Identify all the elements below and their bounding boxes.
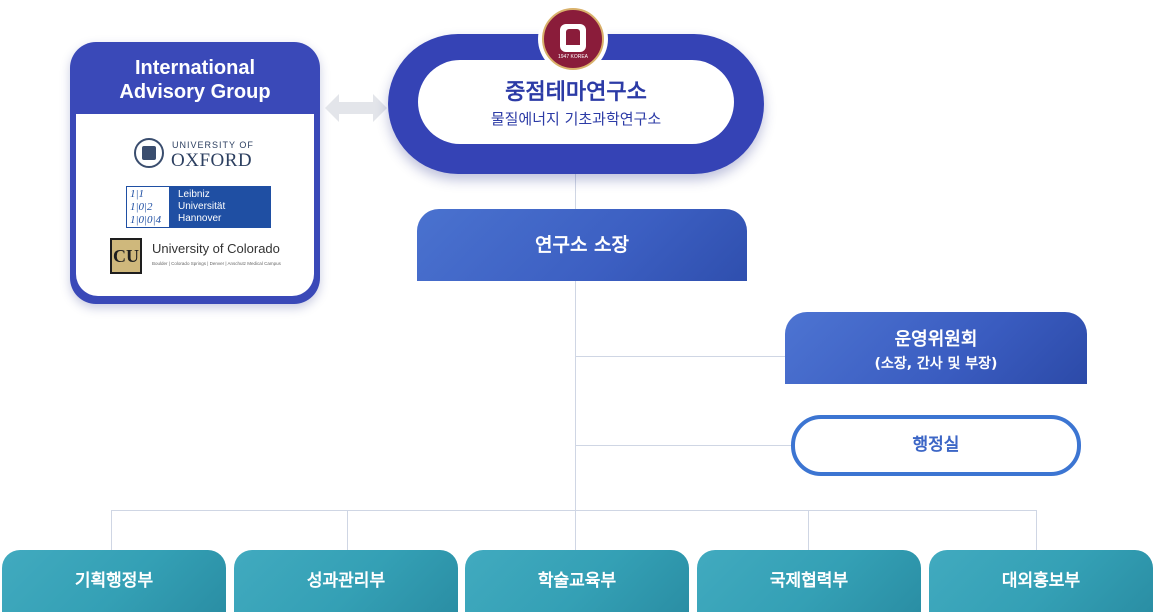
dept-planning-admin: 기획행정부 <box>2 550 226 612</box>
institute-subtitle: 물질에너지 기초과학연구소 <box>490 110 662 128</box>
advisory-title-line1: International <box>134 57 255 79</box>
oxford-seal-icon <box>134 138 164 168</box>
colorado-name: University of Colorado <box>152 241 280 256</box>
institute-header: 중점테마연구소 물질에너지 기초과학연구소 <box>388 34 764 174</box>
connector-committee <box>575 356 785 357</box>
oxford-small-text: UNIVERSITY OF <box>172 140 254 150</box>
committee-title: 운영위원회 <box>894 329 978 350</box>
connector-departments-horizontal <box>111 510 1037 511</box>
connector-top-to-director <box>575 174 576 209</box>
emblem-ring: 1947 KOREA <box>542 8 604 70</box>
admin-office-box: 행정실 <box>791 415 1081 476</box>
dept-public-relations: 대외홍보부 <box>929 550 1153 612</box>
connector-main-vertical <box>575 281 576 550</box>
emblem-year-text: 1947 KOREA <box>557 54 589 60</box>
emblem-core <box>560 24 586 52</box>
advisory-group-title: International Advisory Group <box>70 56 320 104</box>
advisory-group-panel: International Advisory Group UNIVERSITY … <box>70 42 320 304</box>
committee-subtitle: (소장, 간사 및 부장) <box>874 356 998 372</box>
connector-dept-1 <box>111 510 112 550</box>
leibniz-mark-icon: 1|1 1|0|2 1|0|0|4 <box>126 186 170 228</box>
connector-dept-4 <box>808 510 809 550</box>
colorado-campuses: Boulder | Colorado Springs | Denver | An… <box>152 261 281 266</box>
oxford-big-text: OXFORD <box>171 150 253 171</box>
dept-international: 국제협력부 <box>697 550 921 612</box>
leibniz-logo: 1|1 1|0|2 1|0|0|4 Leibniz Universität Ha… <box>126 186 271 228</box>
advisory-logos: UNIVERSITY OF OXFORD 1|1 1|0|2 1|0|0|4 L… <box>76 114 314 296</box>
institute-header-inner: 중점테마연구소 물질에너지 기초과학연구소 <box>418 60 734 144</box>
director-box: 연구소 소장 <box>417 209 747 281</box>
colorado-logo: CU University of Colorado Boulder | Colo… <box>110 238 310 278</box>
dept-academic-education: 학술교육부 <box>465 550 689 612</box>
university-emblem-icon: 1947 KOREA <box>538 4 608 74</box>
leibniz-text: Leibniz Universität Hannover <box>178 189 226 224</box>
dept-performance: 성과관리부 <box>234 550 458 612</box>
double-arrow-icon <box>325 94 387 122</box>
cu-logo-icon: CU <box>110 238 142 274</box>
connector-admin <box>575 445 791 446</box>
oxford-logo: UNIVERSITY OF OXFORD <box>134 138 264 172</box>
connector-dept-2 <box>347 510 348 550</box>
advisory-title-line2: Advisory Group <box>119 81 271 103</box>
committee-box: 운영위원회 (소장, 간사 및 부장) <box>785 312 1087 384</box>
connector-dept-5 <box>1036 510 1037 550</box>
institute-title: 중점테마연구소 <box>505 80 647 105</box>
